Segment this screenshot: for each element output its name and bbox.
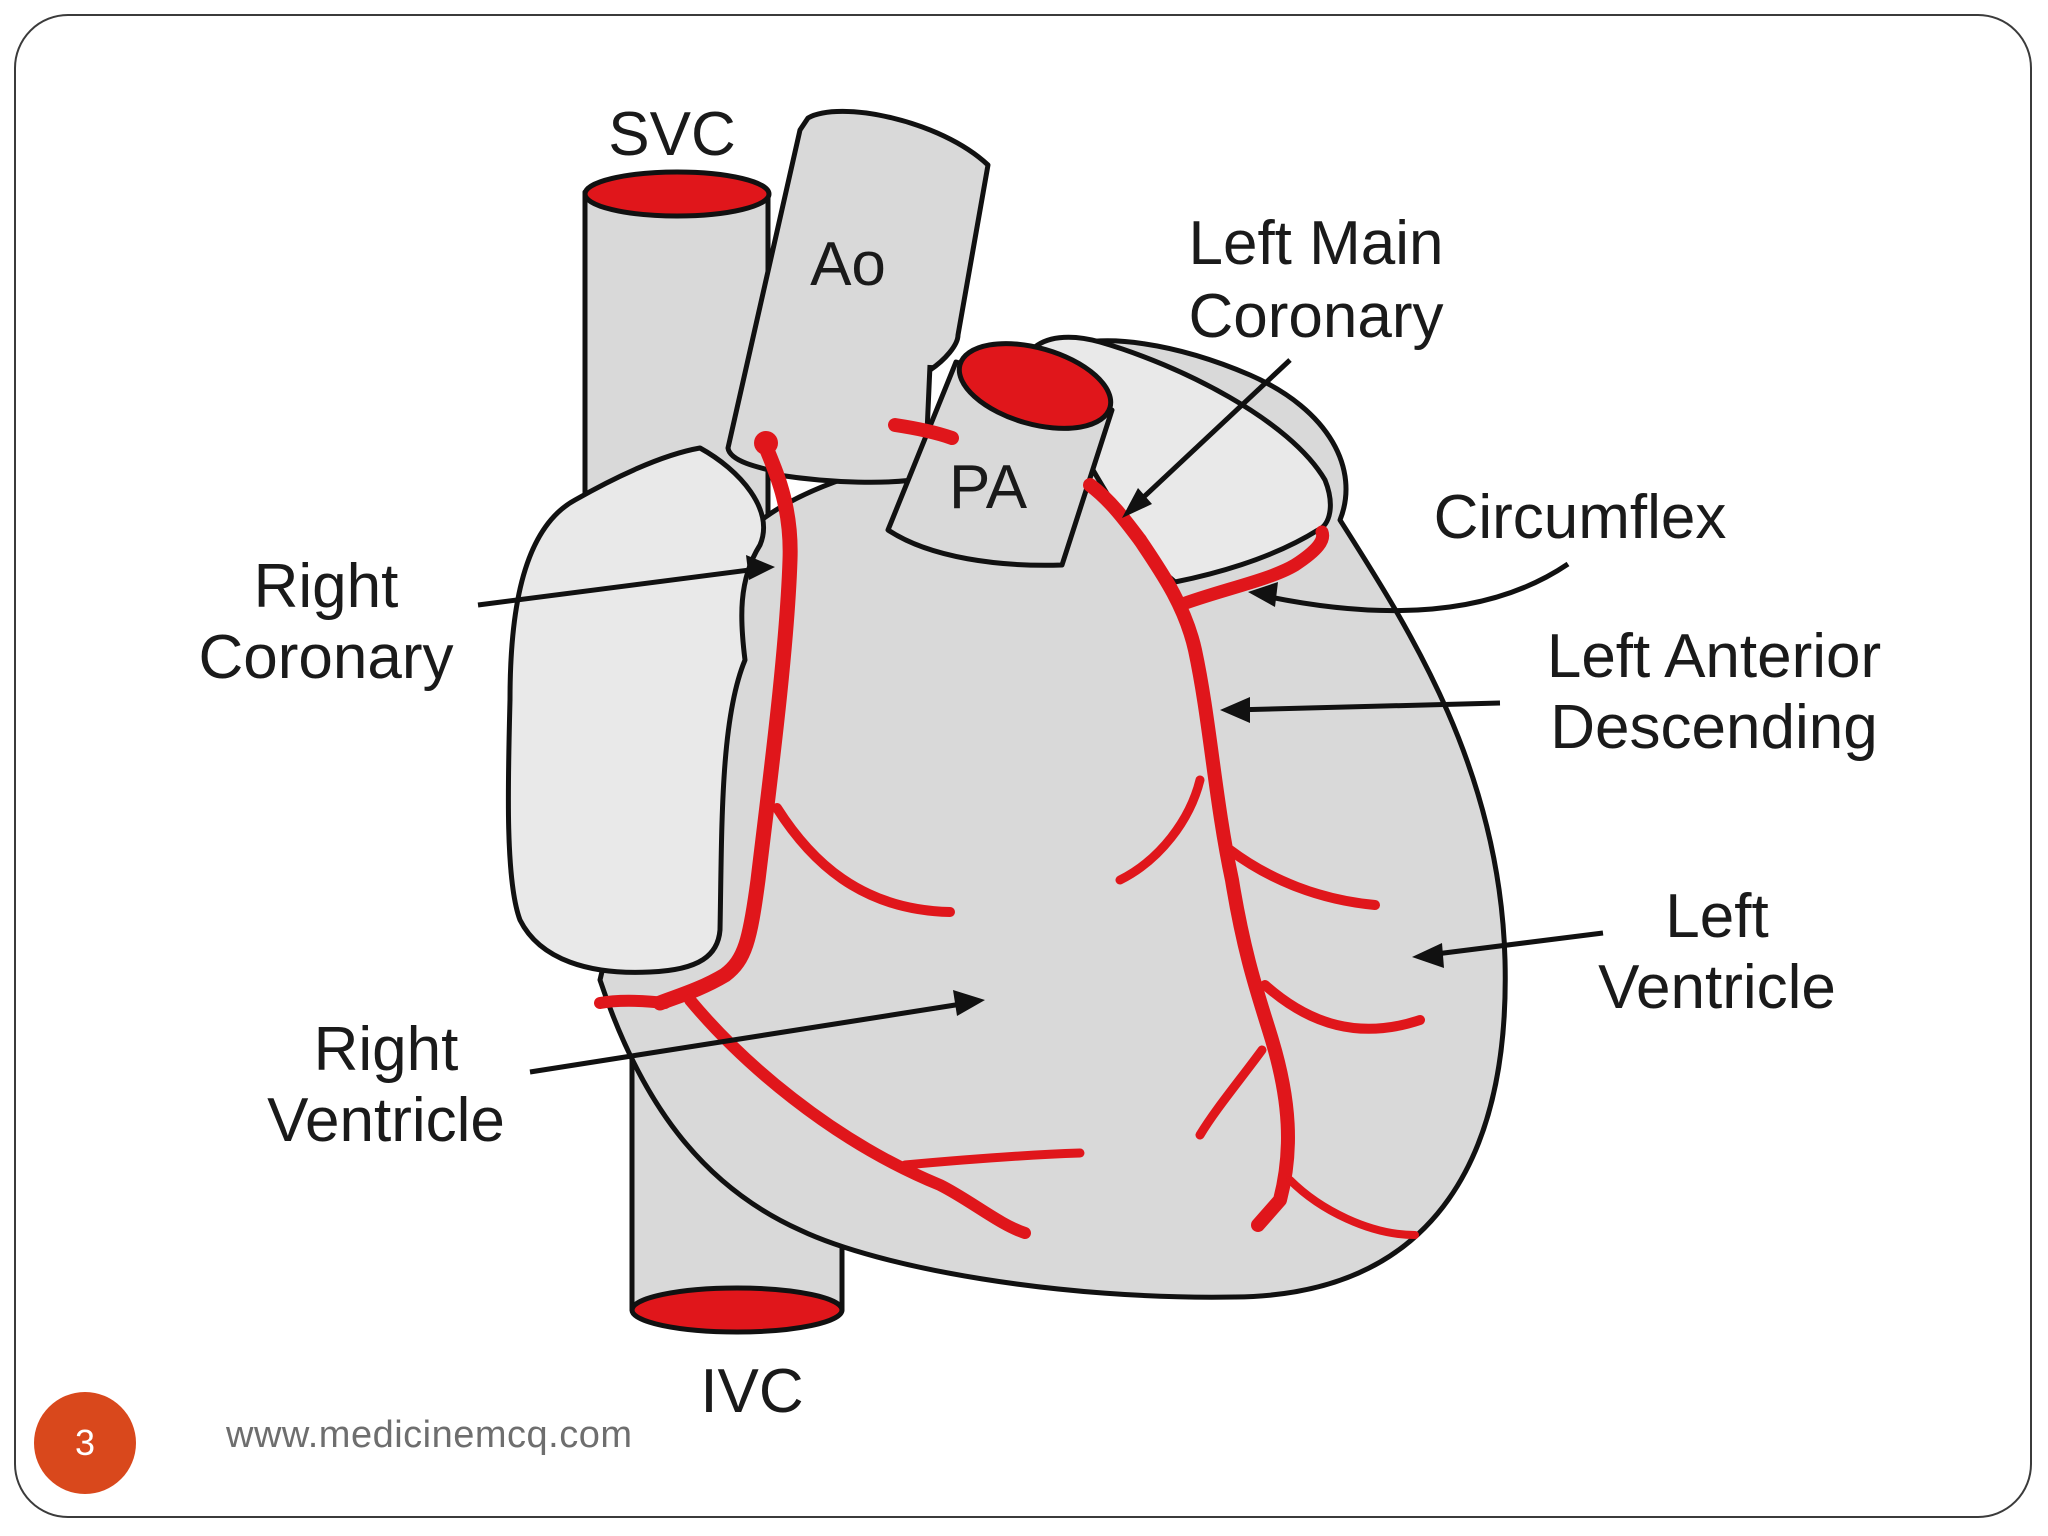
label-pa: PA bbox=[949, 453, 1028, 522]
pulmonary-artery bbox=[885, 341, 1115, 568]
label-left-ventricle-line1: Left bbox=[1665, 882, 1768, 951]
label-left-main-line2: Coronary bbox=[1189, 282, 1444, 351]
label-ao: Ao bbox=[810, 230, 886, 299]
label-right-coronary-line1: Right bbox=[254, 552, 399, 621]
footer-url[interactable]: www.medicinemcq.com bbox=[226, 1414, 633, 1456]
aorta bbox=[725, 108, 991, 485]
label-right-ventricle-line2: Ventricle bbox=[267, 1086, 505, 1155]
right-coronary-artery bbox=[594, 431, 1085, 1239]
right-atrium bbox=[505, 445, 767, 975]
label-lad-line1: Left Anterior bbox=[1547, 622, 1881, 691]
lad-artery bbox=[1115, 533, 1425, 1239]
label-lad-line2: Descending bbox=[1550, 693, 1877, 762]
page-number-badge: 3 bbox=[34, 1392, 136, 1494]
label-right-ventricle-line1: Right bbox=[314, 1015, 459, 1084]
label-svc: SVC bbox=[608, 100, 735, 169]
arrows bbox=[477, 358, 1604, 1075]
circumflex-artery bbox=[1173, 525, 1330, 612]
label-ivc: IVC bbox=[700, 1357, 803, 1426]
label-left-main-line1: Left Main bbox=[1188, 209, 1443, 278]
label-right-coronary-line2: Coronary bbox=[199, 623, 454, 692]
label-circumflex: Circumflex bbox=[1434, 483, 1727, 552]
label-left-ventricle-line2: Ventricle bbox=[1598, 953, 1836, 1022]
